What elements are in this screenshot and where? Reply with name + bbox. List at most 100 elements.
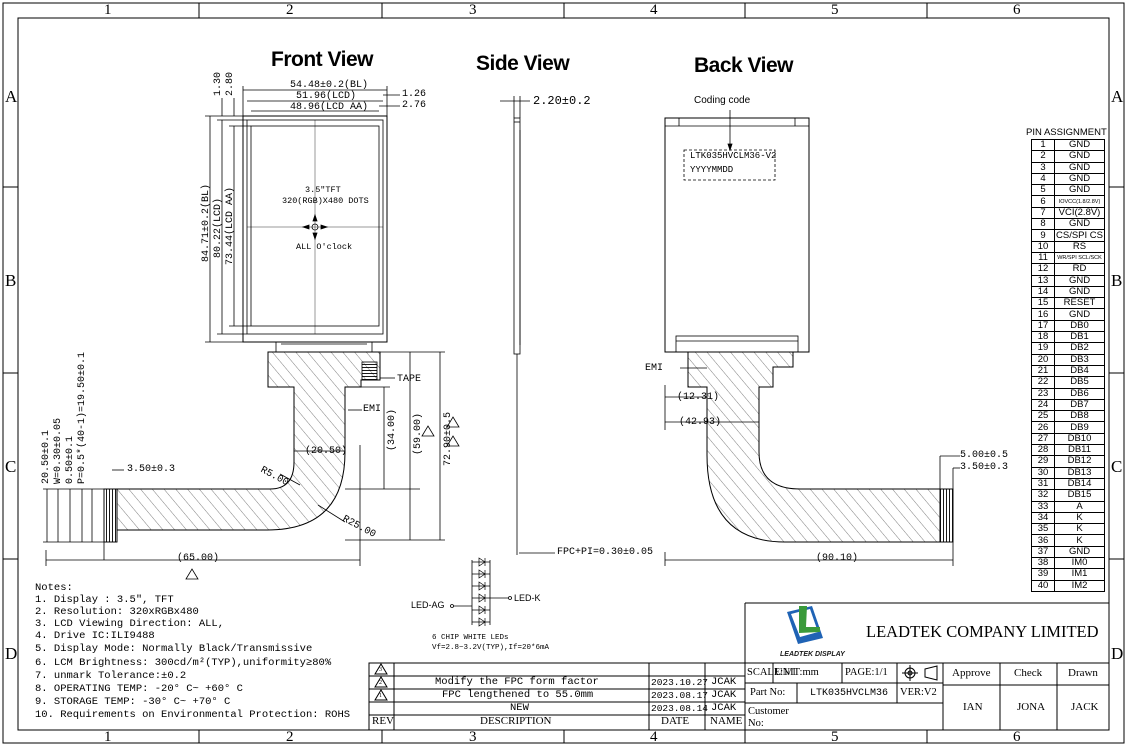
coding-code-label: Coding code: [694, 95, 751, 106]
note-item: 6. LCM Brightness: 300cd/m²(TYP),uniform…: [35, 657, 332, 669]
rev-date: 2023.08.14: [651, 703, 709, 714]
checker-name: JONA: [1017, 701, 1046, 713]
pin-number: 29: [1031, 455, 1055, 468]
row-label-b: B: [5, 271, 17, 290]
col-label-6-bottom: 6: [1013, 729, 1021, 745]
row-label-d-right: D: [1111, 644, 1124, 663]
coding-date: YYYYMMDD: [690, 165, 734, 175]
dim-20-50-v: 20.50±0.1: [41, 429, 52, 484]
note-item: 8. OPERATING TEMP: -20° C~ +60° C: [35, 683, 243, 695]
company-logo: [787, 606, 823, 644]
pin-number: 19: [1031, 342, 1055, 355]
company-name: LEADTEK COMPANY LIMITED: [866, 622, 1099, 641]
pin-number: 13: [1031, 274, 1055, 287]
dim-20-50: (20.50): [305, 446, 348, 457]
pin-signal: IOVCC(1.8/2.8V): [1054, 195, 1105, 208]
pin-signal: GND: [1054, 545, 1105, 558]
rev-number: 1: [379, 693, 382, 699]
led-k-label: LED-K: [514, 593, 541, 603]
pin-number: 3: [1031, 161, 1055, 174]
pin-signal: GND: [1054, 138, 1105, 152]
lcd-viewing-label: ALL O'clock: [296, 242, 353, 252]
pin-signal: RD: [1054, 263, 1105, 276]
dim-5-00: 5.00±0.5: [960, 450, 1009, 461]
pin-signal: GND: [1054, 218, 1105, 231]
dim-thickness: 2.20±0.2: [533, 94, 591, 108]
row-label-a: A: [5, 87, 18, 106]
dim-1-30: 1.30: [213, 71, 224, 96]
dim-59: (59.00): [413, 412, 424, 455]
logo-text: LEADTEK DISPLAY: [780, 651, 845, 658]
pin-signal: K: [1054, 534, 1105, 547]
dim-90-10: (90.10): [816, 553, 859, 564]
front-view-title: Front View: [271, 48, 373, 71]
rev-name: JCAK: [711, 689, 737, 701]
pin-number: 6: [1031, 195, 1055, 208]
pin-signal: RS: [1054, 240, 1105, 253]
pin-number: 37: [1031, 545, 1055, 558]
rev-head-rev: REV: [372, 715, 394, 727]
approve-label: Approve: [952, 667, 991, 679]
dim-pitch: P=0.5*(40-1)=19.50±0.1: [77, 351, 88, 484]
title-block-frame: [368, 602, 1110, 731]
notes-title: Notes:: [35, 582, 73, 594]
row-label-b-right: B: [1111, 271, 1123, 290]
pin-number: 10: [1031, 240, 1055, 253]
dim-2-80: 2.80: [225, 71, 236, 96]
side-view-drawing: [450, 96, 555, 627]
pin-number: 2: [1031, 150, 1055, 163]
back-emi-label: EMI: [645, 363, 664, 374]
dim-42-93: (42.93): [679, 417, 722, 428]
pin-number: 11: [1031, 251, 1055, 265]
col-label-4-bottom: 4: [650, 729, 658, 745]
col-label-2-bottom: 2: [286, 729, 294, 745]
check-label: Check: [1014, 667, 1043, 679]
approver-name: IAN: [963, 701, 983, 713]
pin-number: 23: [1031, 387, 1055, 400]
col-label-4: 4: [650, 2, 658, 18]
back-view-drawing: [664, 110, 960, 566]
rev-head-desc: DESCRIPTION: [480, 715, 552, 727]
tape-label: TAPE: [397, 374, 422, 385]
note-item: 1. Display : 3.5", TFT: [35, 594, 174, 606]
pin-number: 26: [1031, 421, 1055, 434]
dim-3-50: 3.50±0.3: [127, 464, 176, 475]
dim-lcd-width: 51.96(LCD): [296, 91, 357, 102]
note-item: 7. unmark Tolerance:±0.2: [35, 670, 187, 682]
pin-signal: DB9: [1054, 421, 1105, 434]
pin-number: 34: [1031, 511, 1055, 525]
customer-no-label: Customer No:: [748, 706, 789, 729]
pin-number: 25: [1031, 410, 1055, 423]
pin-number: 14: [1031, 285, 1055, 299]
row-label-c-right: C: [1111, 457, 1123, 476]
dim-12-31: (12.31): [677, 392, 720, 403]
pin-signal: GND: [1054, 274, 1105, 287]
dim-34: (34.00): [387, 408, 398, 451]
front-emi-label: EMI: [363, 404, 382, 415]
page-label: PAGE:1/1: [845, 667, 888, 678]
pin-signal: GND: [1054, 161, 1105, 174]
pin-signal: GND: [1054, 172, 1105, 186]
version-label: VER:V2: [900, 687, 937, 698]
